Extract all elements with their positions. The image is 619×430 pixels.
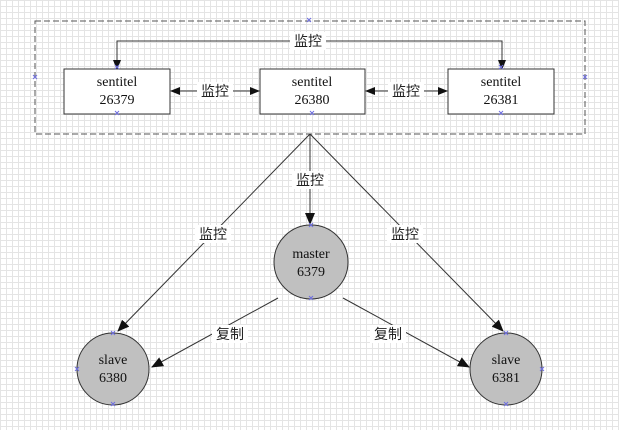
master-port: 6379 — [297, 265, 325, 280]
sentinel-name: sentitel — [481, 75, 522, 90]
sentinel-node-26380[interactable]: sentitel 26380 — [259, 68, 366, 115]
slave-port: 6381 — [492, 371, 520, 386]
label-monitor-right: 监控 — [392, 84, 420, 100]
sentinel-node-26379[interactable]: sentitel 26379 — [63, 68, 171, 115]
label-replicate-6381: 复制 — [374, 326, 402, 343]
master-name: master — [292, 247, 330, 262]
slave-name: slave — [99, 353, 128, 368]
slave-node-6380[interactable]: slave 6380 — [76, 332, 150, 406]
label-replicate-6380: 复制 — [216, 326, 244, 343]
label-monitor-slave-6380: 监控 — [199, 227, 227, 243]
label-monitor-slave-6381: 监控 — [391, 227, 419, 243]
sentinel-node-26381[interactable]: sentitel 26381 — [447, 68, 555, 115]
selection-handles — [32, 17, 588, 407]
sentinel-port: 26379 — [100, 93, 135, 108]
label-monitor-master: 监控 — [296, 173, 324, 189]
sentinel-port: 26380 — [295, 93, 330, 108]
sentinel-name: sentitel — [97, 75, 138, 90]
sentinel-port: 26381 — [484, 93, 519, 108]
slave-name: slave — [492, 353, 521, 368]
label-monitor-left: 监控 — [201, 84, 229, 100]
sentinel-name: sentitel — [292, 75, 333, 90]
slave-node-6381[interactable]: slave 6381 — [469, 332, 543, 406]
slave-port: 6380 — [99, 371, 127, 386]
label-monitor-top: 监控 — [294, 34, 322, 50]
master-node[interactable]: master 6379 — [273, 224, 349, 300]
